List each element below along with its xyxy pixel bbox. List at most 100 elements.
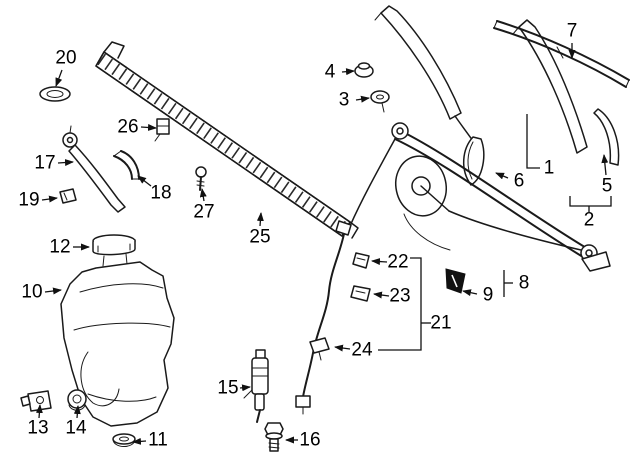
parts-artwork bbox=[20, 5, 630, 452]
bolt-27-shaft bbox=[199, 176, 202, 191]
callout-number-25-cowl-grille: 25 bbox=[249, 227, 270, 248]
callout-arrow-24 bbox=[334, 344, 351, 352]
wiper-arm-left bbox=[380, 5, 462, 120]
pivot-top bbox=[391, 122, 409, 140]
callout-leader-2 bbox=[569, 196, 612, 207]
callout-number-9-bracket-clip: 9 bbox=[483, 285, 494, 306]
callout-arrow-13 bbox=[35, 404, 43, 419]
grommet-hole bbox=[376, 94, 384, 100]
callout-arrow-15 bbox=[239, 384, 251, 392]
callout-number-23-hose-clip: 23 bbox=[389, 286, 410, 307]
wiper-arms-art bbox=[374, 5, 630, 186]
callout-arrow-17 bbox=[57, 159, 74, 167]
clip-26-foot bbox=[154, 133, 161, 142]
callout-number-12-filler-cap: 12 bbox=[49, 237, 70, 258]
pump-nipple bbox=[255, 349, 266, 359]
pivot-right-center bbox=[585, 249, 593, 257]
pump-side-nozzle bbox=[243, 389, 253, 399]
hose-clip-23-slot bbox=[355, 290, 366, 294]
callout-number-20-filler-ring: 20 bbox=[55, 48, 76, 69]
callout-number-15-washer-pump: 15 bbox=[217, 378, 238, 399]
bolt-27-thread-2 bbox=[196, 184, 205, 187]
callout-arrow-4 bbox=[341, 68, 355, 76]
hose-fitting-bottom bbox=[295, 395, 311, 408]
plug-11-top bbox=[112, 433, 136, 445]
callout-number-2-arm-covers-group: 2 bbox=[584, 210, 595, 231]
blade-clip bbox=[556, 46, 564, 59]
callout-number-16-bolt: 16 bbox=[299, 430, 320, 451]
callout-arrow-5 bbox=[601, 154, 609, 176]
neck-line-left bbox=[102, 255, 105, 267]
callout-number-11-reservoir-plug: 11 bbox=[148, 430, 168, 451]
bolt-27-head bbox=[195, 166, 207, 178]
callout-number-3-grommet: 3 bbox=[339, 90, 350, 111]
callout-arrow-9 bbox=[462, 289, 478, 297]
callout-arrow-23 bbox=[373, 291, 390, 299]
callout-arrow-18 bbox=[137, 175, 152, 187]
pivot-top-center bbox=[396, 127, 404, 135]
filler-cap-side bbox=[92, 239, 136, 256]
callout-number-24-hose-connector: 24 bbox=[351, 340, 373, 361]
hose-clip-22 bbox=[352, 252, 370, 269]
hose-run bbox=[302, 228, 346, 398]
blade-cap-right bbox=[625, 79, 630, 88]
reservoir-art bbox=[60, 234, 175, 427]
filler-ring-outer bbox=[39, 86, 71, 102]
reservoir-rib-1 bbox=[79, 283, 164, 293]
callout-number-17-filler-neck-arm: 17 bbox=[34, 153, 55, 174]
blade-cap-left bbox=[493, 20, 498, 29]
hose-elbow-cap-top bbox=[113, 150, 122, 157]
linkage-frame-top bbox=[398, 129, 589, 250]
callout-leader-21 bbox=[378, 257, 422, 351]
callout-arrow-11 bbox=[132, 437, 147, 445]
hose-clip-23 bbox=[350, 285, 371, 302]
cowl-grille-art bbox=[95, 41, 359, 239]
callout-arrow-25 bbox=[256, 212, 264, 227]
bolt-16-washer bbox=[265, 432, 283, 440]
wiper-blade-lower bbox=[493, 27, 627, 88]
callout-arrow-20 bbox=[55, 69, 63, 87]
plug-11-center bbox=[119, 436, 129, 442]
cowl-band-outline bbox=[95, 51, 351, 237]
arm-boot bbox=[463, 136, 485, 186]
callout-number-19-retainer-clip: 19 bbox=[18, 190, 39, 211]
arm-left-link bbox=[454, 115, 474, 142]
motor-mount-detail bbox=[403, 213, 451, 251]
hose-connector-24-stem bbox=[318, 351, 322, 361]
linkage-rod bbox=[448, 210, 582, 251]
neck-arm-shaft bbox=[68, 144, 126, 213]
bolt-16-thread-1 bbox=[268, 442, 280, 445]
reservoir-body bbox=[60, 261, 175, 427]
callout-number-4-cap: 4 bbox=[325, 62, 336, 83]
grommet-14-outer bbox=[67, 389, 87, 409]
hose-elbow-inner bbox=[113, 155, 133, 180]
retainer-clip-19 bbox=[59, 188, 77, 204]
bolt-27-thread-1 bbox=[196, 180, 205, 183]
hose-connector-24 bbox=[309, 337, 330, 354]
bottom-parts-art bbox=[20, 349, 284, 452]
hose-elbow-outer bbox=[120, 150, 140, 180]
callout-number-18-hose-elbow: 18 bbox=[150, 183, 171, 204]
cap-top bbox=[357, 62, 371, 70]
callout-arrow-22 bbox=[371, 258, 388, 266]
callout-number-26-clip: 26 bbox=[117, 117, 138, 138]
wiper-blade-upper bbox=[496, 20, 630, 81]
wiper-linkage-art bbox=[349, 122, 611, 272]
pump-lower-body bbox=[254, 393, 265, 411]
arm-cover bbox=[593, 108, 620, 166]
callout-arrow-14 bbox=[73, 405, 81, 419]
retainer-clip-19-slot bbox=[63, 192, 68, 201]
bracket-clip-art bbox=[445, 268, 466, 294]
callout-arrow-27 bbox=[199, 188, 207, 202]
callout-number-27-bolt: 27 bbox=[193, 202, 214, 223]
callout-number-13-level-sensor: 13 bbox=[27, 418, 48, 439]
bracket-clip-body bbox=[445, 268, 466, 294]
washer-hose-art bbox=[295, 220, 352, 415]
callout-arrow-26 bbox=[140, 123, 157, 131]
grommet-stem bbox=[381, 102, 385, 113]
reservoir-rib-3 bbox=[87, 393, 157, 402]
callout-number-7-wiper-blade: 7 bbox=[567, 21, 578, 42]
